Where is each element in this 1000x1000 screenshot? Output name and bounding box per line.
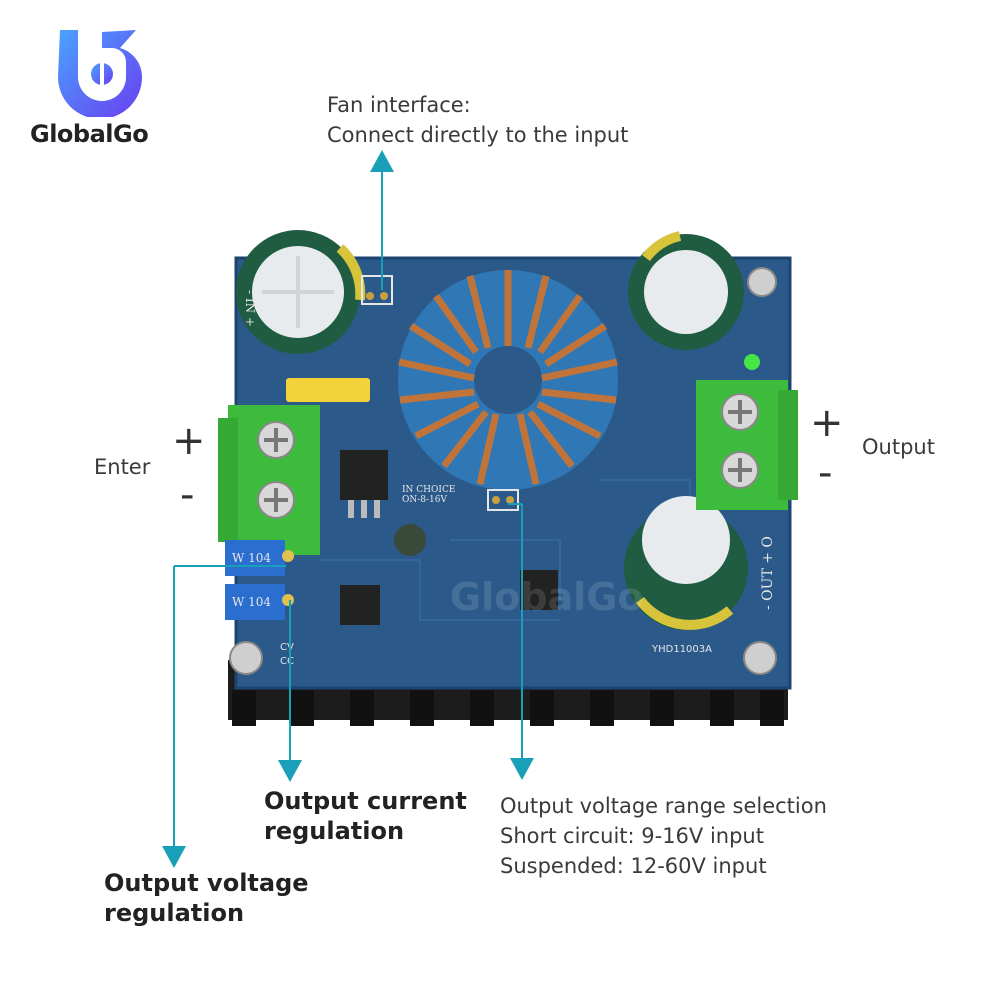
range-jumper-pads — [487, 489, 519, 511]
output-terminal-block — [696, 380, 798, 510]
annotation-arrows — [162, 150, 534, 868]
input-plus-sign: + — [172, 418, 206, 464]
voltage-annotation-line2: regulation — [104, 899, 245, 927]
fan-connector — [361, 275, 393, 305]
range-selection-annotation: Output voltage range selection Short cir… — [500, 791, 827, 881]
capacitor-top-right — [628, 231, 744, 350]
cc-label: CC — [280, 656, 294, 667]
board-model-label: YHD11003A — [651, 644, 712, 655]
globalgo-logo: GlobalGo — [30, 22, 170, 152]
fuse — [286, 378, 370, 402]
cv-label: CV — [280, 642, 294, 653]
ic-chip — [520, 570, 558, 610]
fan-interface-annotation: Fan interface: Connect directly to the i… — [327, 90, 628, 150]
voltage-annotation-line1: Output voltage — [104, 869, 309, 897]
in-label: - IN + — [243, 290, 257, 327]
arrow-up-icon — [370, 150, 394, 172]
range-annotation-short: Short circuit: 9-16V input — [500, 824, 764, 848]
board-in-range-label: ON-8-16V — [402, 495, 448, 505]
mounting-screws — [229, 267, 777, 675]
arrow-down-icon — [278, 760, 302, 782]
logo-mark-icon — [58, 30, 143, 117]
output-minus-sign: - — [818, 450, 833, 496]
small-capacitor — [394, 524, 426, 556]
current-annotation-line1: Output current — [264, 787, 467, 815]
pot-label-bottom: W 104 — [232, 595, 271, 609]
voltage-regulation-annotation: Output voltage regulation — [104, 868, 309, 928]
output-plus-sign: + — [810, 400, 844, 446]
range-annotation-title: Output voltage range selection — [500, 794, 827, 818]
logo-text: GlobalGo — [30, 120, 149, 148]
regulator-chip — [340, 450, 388, 500]
capacitor-top-left — [236, 230, 366, 354]
status-led — [744, 354, 760, 370]
watermark: GlobalGo — [450, 575, 644, 619]
arrow-down-icon — [510, 758, 534, 780]
current-regulation-annotation: Output current regulation — [264, 786, 467, 846]
toroid-inductor — [398, 270, 618, 490]
input-minus-sign: - — [180, 472, 195, 518]
fan-annotation-detail: Connect directly to the input — [327, 123, 629, 147]
output-label: Output — [862, 435, 935, 459]
input-terminal-block — [218, 405, 320, 555]
fan-annotation-title: Fan interface: — [327, 93, 471, 117]
capacitor-bottom-right — [624, 496, 748, 630]
board-in-choice-label: IN CHOICE — [402, 485, 455, 495]
ic-chip — [340, 585, 380, 625]
range-annotation-suspended: Suspended: 12-60V input — [500, 854, 767, 878]
input-label: Enter — [94, 455, 151, 479]
out-label: - OUT + O — [760, 536, 776, 610]
pot-label-top: W 104 — [232, 551, 271, 565]
arrow-down-icon — [162, 846, 186, 868]
current-annotation-line2: regulation — [264, 817, 405, 845]
